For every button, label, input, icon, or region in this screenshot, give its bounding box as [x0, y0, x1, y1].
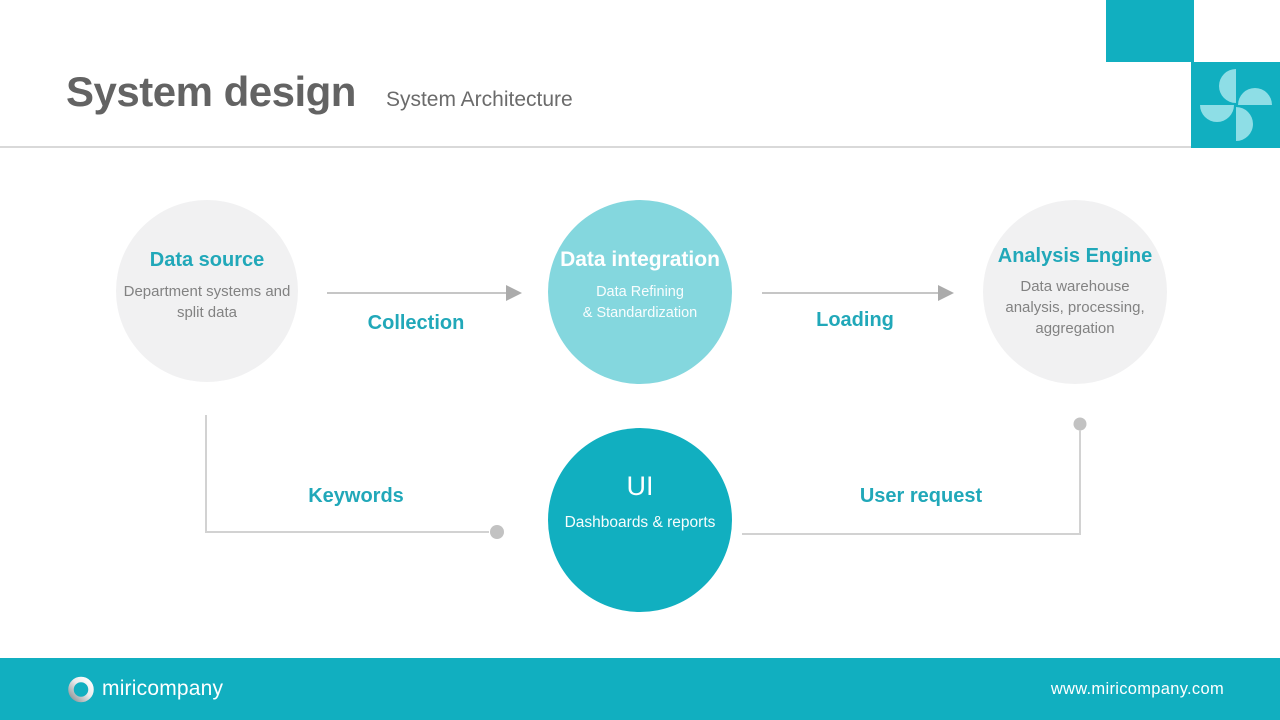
- node-data-source: Data source Department systems and split…: [116, 200, 298, 382]
- pinwheel-icon: [1199, 69, 1272, 141]
- node-description: Dashboards & reports: [564, 513, 716, 531]
- connector-dot-icon: [1073, 417, 1087, 431]
- node-data-integration: Data integration Data Refining & Standar…: [548, 200, 732, 384]
- node-description: Data warehouse analysis, processing, agg…: [1005, 277, 1145, 338]
- connector-keywords: [205, 415, 504, 539]
- page-title: System design: [66, 68, 356, 115]
- header: System design System Architecture: [66, 68, 573, 116]
- website-url: www.miricompany.com: [1050, 679, 1224, 698]
- flow-label-user-request: User request: [859, 485, 983, 507]
- arrow-collection: [327, 285, 522, 301]
- arrowhead-icon: [506, 285, 522, 301]
- footer: miricompany www.miricompany.com: [0, 658, 1280, 720]
- node-analysis-engine: Analysis Engine Data warehouse analysis,…: [983, 200, 1167, 384]
- header-divider: [0, 146, 1280, 148]
- node-ui: UI Dashboards & reports: [548, 428, 732, 612]
- node-title: UI: [626, 470, 654, 501]
- flow-label-loading: Loading: [816, 309, 894, 331]
- company-name: miricompany: [102, 677, 224, 700]
- decor-square-bottom: [1191, 62, 1280, 148]
- decor-square-top: [1106, 0, 1194, 62]
- ring-logo-icon: [68, 676, 94, 703]
- footer-brand: miricompany: [66, 674, 223, 704]
- node-description: Data Refining & Standardization: [582, 284, 698, 321]
- page-subtitle: System Architecture: [385, 88, 573, 111]
- connector-user-request: [742, 417, 1087, 535]
- flow-label-collection: Collection: [367, 312, 465, 334]
- node-title: Data source: [149, 248, 265, 271]
- arrow-loading: [762, 285, 954, 301]
- node-title: Data integration: [560, 248, 720, 272]
- node-title: Analysis Engine: [997, 244, 1153, 267]
- arrowhead-icon: [938, 285, 954, 301]
- connector-dot-icon: [490, 525, 504, 539]
- flow-label-keywords: Keywords: [308, 485, 404, 507]
- node-description: Department systems and split data: [123, 282, 291, 321]
